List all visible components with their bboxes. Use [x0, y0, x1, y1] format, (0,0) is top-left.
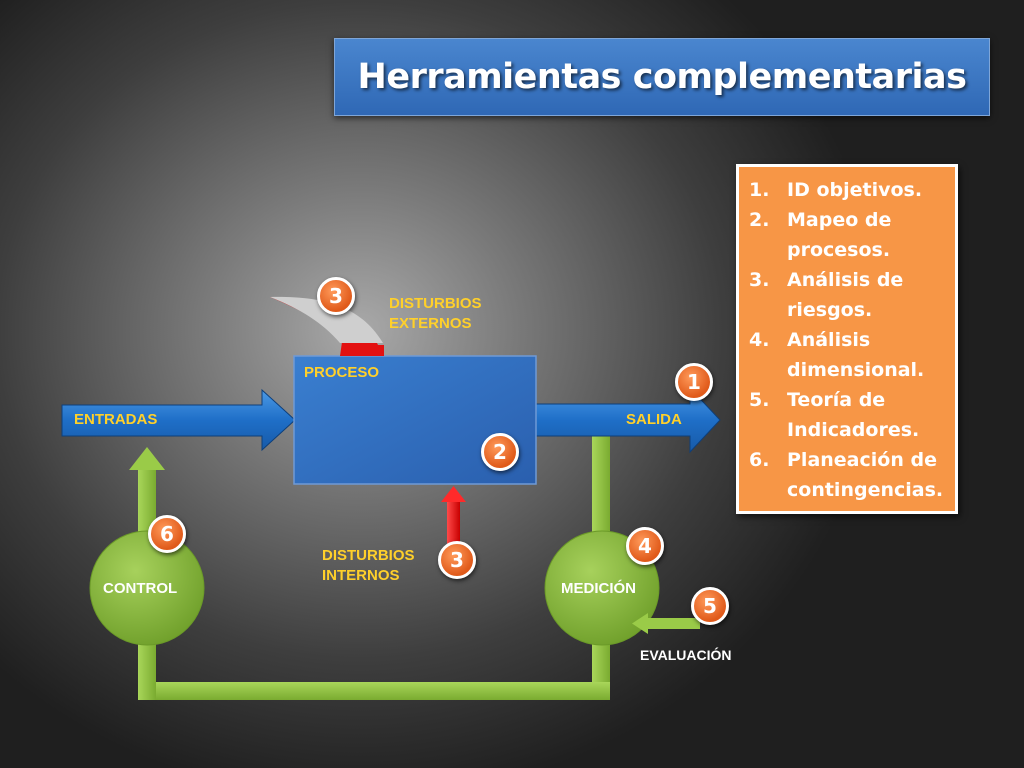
control-circle: [89, 530, 205, 646]
control-label: CONTROL: [103, 580, 178, 597]
external-disturbance-arrow: [270, 296, 384, 356]
title-banner: Herramientas complementarias: [334, 38, 990, 116]
salida-label: SALIDA: [626, 411, 682, 428]
page-title: Herramientas complementarias: [357, 57, 967, 97]
salida-arrow: [532, 386, 721, 454]
internal-disturbance-arrow: [441, 486, 466, 546]
badge-control: 6: [148, 515, 186, 553]
badge-salida: 1: [675, 363, 713, 401]
list-item: 2.Mapeo de procesos.: [749, 209, 892, 261]
control-up-arrowhead: [129, 447, 165, 470]
list-item: 4.Análisis dimensional.: [749, 329, 925, 381]
entradas-label: ENTRADAS: [74, 411, 158, 428]
medicion-circle: [544, 530, 660, 646]
disturbios-externos-label: DISTURBIOS EXTERNOS: [389, 295, 482, 332]
medicion-label: MEDICIÓN: [561, 580, 636, 597]
disturbios-internos-label: DISTURBIOS INTERNOS: [322, 547, 415, 584]
badge-externos: 3: [317, 277, 355, 315]
list-item: 3.Análisis de riesgos.: [749, 269, 904, 321]
list-item: 5.Teoría de Indicadores.: [749, 389, 920, 441]
badge-proceso: 2: [481, 433, 519, 471]
evaluacion-label: EVALUACIÓN: [640, 647, 732, 663]
entradas-arrow: [61, 388, 296, 452]
tools-list-box: 1.ID objetivos. 2.Mapeo de procesos. 3.A…: [736, 164, 958, 514]
badge-internos: 3: [438, 541, 476, 579]
badge-medicion: 4: [626, 527, 664, 565]
badge-evaluacion: 5: [691, 587, 729, 625]
list-item: 6.Planeación de contingencias.: [749, 449, 944, 501]
list-item: 1.ID objetivos.: [749, 179, 923, 201]
bottom-return-bar: [138, 682, 610, 700]
tools-list: 1.ID objetivos. 2.Mapeo de procesos. 3.A…: [749, 175, 947, 505]
proceso-label: PROCESO: [304, 364, 380, 381]
evaluacion-arrow: [632, 613, 700, 634]
